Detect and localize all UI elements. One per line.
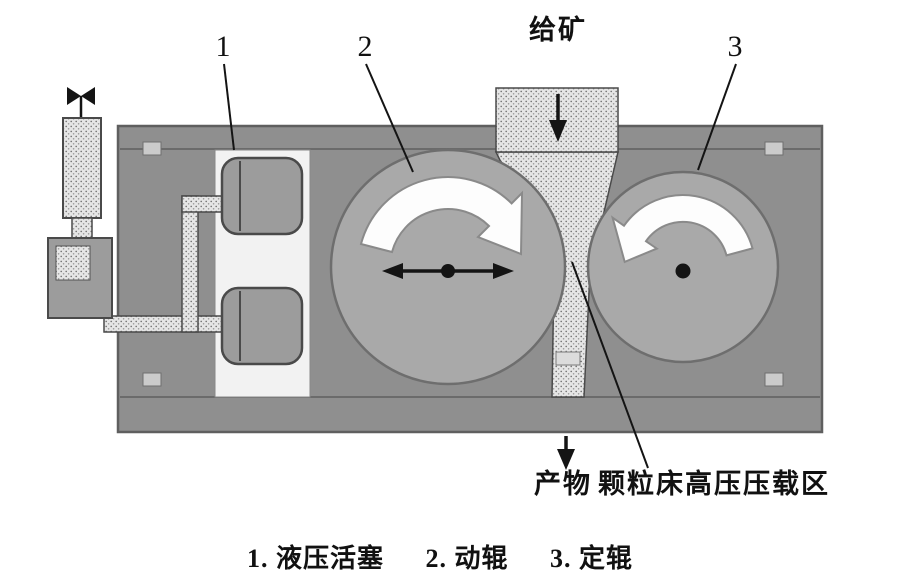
leader-lines <box>223 63 737 469</box>
feed-arrow-icon <box>549 94 567 142</box>
pump-block-window <box>55 245 91 281</box>
hydraulic-piping <box>103 195 225 333</box>
pipe-top-horizontal <box>181 195 225 213</box>
frame-corner-pads <box>142 141 784 387</box>
movable-roll-axle-dot <box>441 264 455 278</box>
corner-pad-top-right <box>764 141 784 156</box>
piston-bottom-body <box>220 286 304 366</box>
product-label: 产物 <box>534 469 592 499</box>
legend-item-2: 2. 动辊 <box>425 544 509 573</box>
leader-line-zone <box>571 261 649 469</box>
hydraulic-cylinder <box>62 117 102 219</box>
travel-arrow-head-left <box>382 263 403 279</box>
fixed-roll-axle-dot <box>675 263 691 279</box>
valve-icon-right-half <box>81 87 95 105</box>
hydraulic-piston-bottom <box>220 286 304 366</box>
valve-icon <box>67 87 81 105</box>
product-arrow-head <box>557 449 575 470</box>
legend-item-3: 3. 定辊 <box>550 544 634 573</box>
rotation-arrow-right-icon <box>610 194 754 264</box>
feed-arrow-head <box>549 120 567 142</box>
hydraulic-unit <box>47 87 113 319</box>
leader-line-1 <box>223 63 235 151</box>
feed-label: 给矿 <box>529 15 587 45</box>
pipe-vertical <box>181 195 199 333</box>
corner-pad-bottom-right <box>764 372 784 387</box>
zone-label: 颗粒床高压压载区 <box>598 469 830 499</box>
leader-line-2 <box>365 63 414 173</box>
column-gate <box>555 351 581 366</box>
travel-arrow-head-right <box>493 263 514 279</box>
corner-pad-top-left <box>142 141 162 156</box>
callout-number-2: 2 <box>357 30 373 63</box>
pipe-bottom-horizontal <box>103 315 225 333</box>
cylinder-connector <box>71 217 93 241</box>
rotation-arrow-left-icon <box>359 176 524 256</box>
hydraulic-piston-top <box>220 156 304 236</box>
callout-number-1: 1 <box>215 30 231 63</box>
callout-number-3: 3 <box>727 30 743 63</box>
legend-item-1: 1. 液压活塞 <box>246 544 384 573</box>
product-arrow-icon <box>557 436 575 470</box>
leader-line-3 <box>697 63 737 171</box>
piston-top-body <box>220 156 304 236</box>
corner-pad-bottom-left <box>142 372 162 387</box>
legend-caption: 1. 液压活塞 2. 动辊 3. 定辊 <box>0 538 880 575</box>
